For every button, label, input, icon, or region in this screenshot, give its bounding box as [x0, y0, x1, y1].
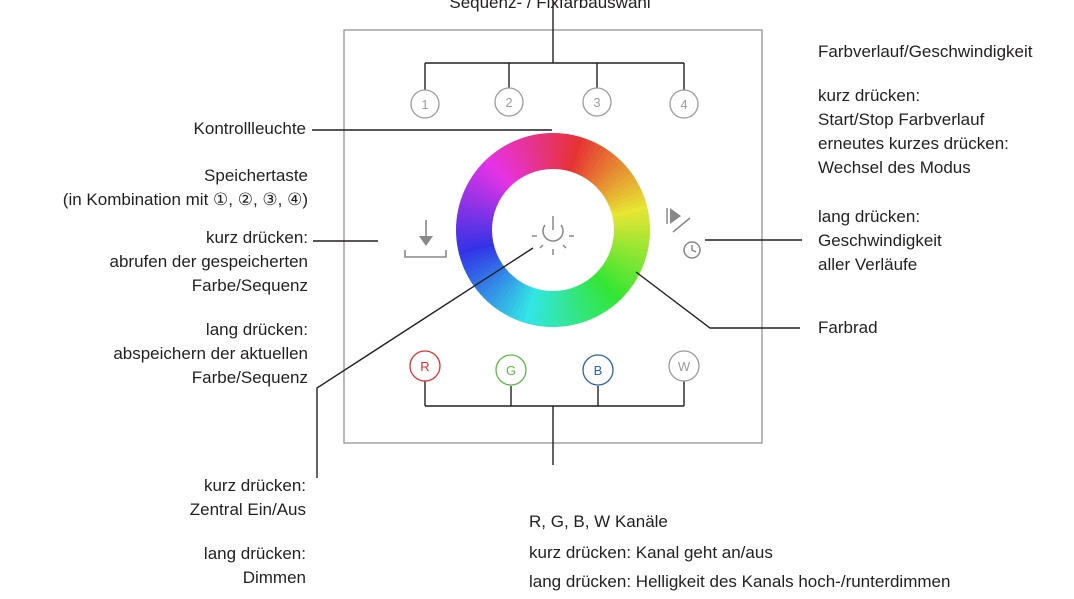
speicher-long-1: lang drücken:: [205, 320, 308, 339]
channels-long: lang drücken: Helligkeit des Kanals hoch…: [529, 572, 951, 591]
fv-short-3: erneutes kurzes drücken:: [818, 134, 1009, 153]
speicher-long-3: Farbe/Sequenz: [191, 368, 308, 387]
power-icon[interactable]: [532, 216, 574, 255]
channel-button-g[interactable]: G: [495, 354, 527, 386]
speicher-short-3: Farbe/Sequenz: [191, 276, 308, 295]
power-line: [316, 247, 534, 478]
fv-short-4: Wechsel des Modus: [818, 158, 971, 177]
power-long-1: lang drücken:: [203, 544, 306, 563]
download-tray-icon[interactable]: [404, 220, 447, 258]
fv-long-1: lang drücken:: [818, 207, 921, 226]
farbverlauf-title: Farbverlauf/Geschwindigkeit: [818, 42, 1033, 61]
number-button-label: 4: [680, 97, 687, 112]
number-button-label: 3: [593, 95, 600, 110]
number-button-2[interactable]: 2: [494, 87, 524, 117]
farbrad-line: [635, 271, 800, 329]
channel-button-label: W: [678, 359, 691, 374]
speicher-short-2: abrufen der gespeicherten: [109, 252, 308, 271]
fv-short-2: Start/Stop Farbverlauf: [818, 110, 985, 129]
channel-button-b[interactable]: B: [582, 354, 614, 386]
fv-long-3: aller Verläufe: [818, 255, 918, 274]
channels-short: kurz drücken: Kanal geht an/aus: [529, 543, 773, 562]
fv-long-2: Geschwindigkeit: [818, 231, 942, 250]
channel-button-label: B: [594, 363, 603, 378]
fv-short-1: kurz drücken:: [818, 86, 921, 105]
speicher-long-2: abspeichern der aktuellen: [113, 344, 308, 363]
speicher-title: Speichertaste: [204, 166, 308, 185]
channel-button-r[interactable]: R: [409, 350, 441, 382]
number-button-3[interactable]: 3: [582, 87, 612, 117]
channel-button-w[interactable]: W: [668, 350, 700, 382]
number-button-1[interactable]: 1: [410, 89, 440, 119]
top-bracket: [424, 0, 685, 90]
play-clock-icon[interactable]: [666, 208, 701, 259]
number-button-label: 1: [421, 97, 428, 112]
bottom-bracket: [424, 380, 685, 465]
power-short-1: kurz drücken:: [203, 476, 306, 495]
channels-title: R, G, B, W Kanäle: [529, 512, 668, 531]
power-short-2: Zentral Ein/Aus: [189, 500, 306, 519]
number-button-4[interactable]: 4: [669, 89, 699, 119]
speicher-combo: (in Kombination mit ①, ②, ③, ④): [62, 190, 308, 209]
farbrad-label: Farbrad: [818, 318, 878, 337]
top-label: Sequenz- / Fixfarbauswahl: [449, 0, 651, 12]
channel-button-label: R: [420, 359, 429, 374]
channel-button-label: G: [506, 363, 516, 378]
kontrollleuchte-label: Kontrollleuchte: [193, 119, 306, 138]
panel-frame: [343, 29, 763, 444]
speicher-short-1: kurz drücken:: [205, 228, 308, 247]
number-button-label: 2: [505, 95, 512, 110]
power-long-2: Dimmen: [242, 568, 306, 587]
